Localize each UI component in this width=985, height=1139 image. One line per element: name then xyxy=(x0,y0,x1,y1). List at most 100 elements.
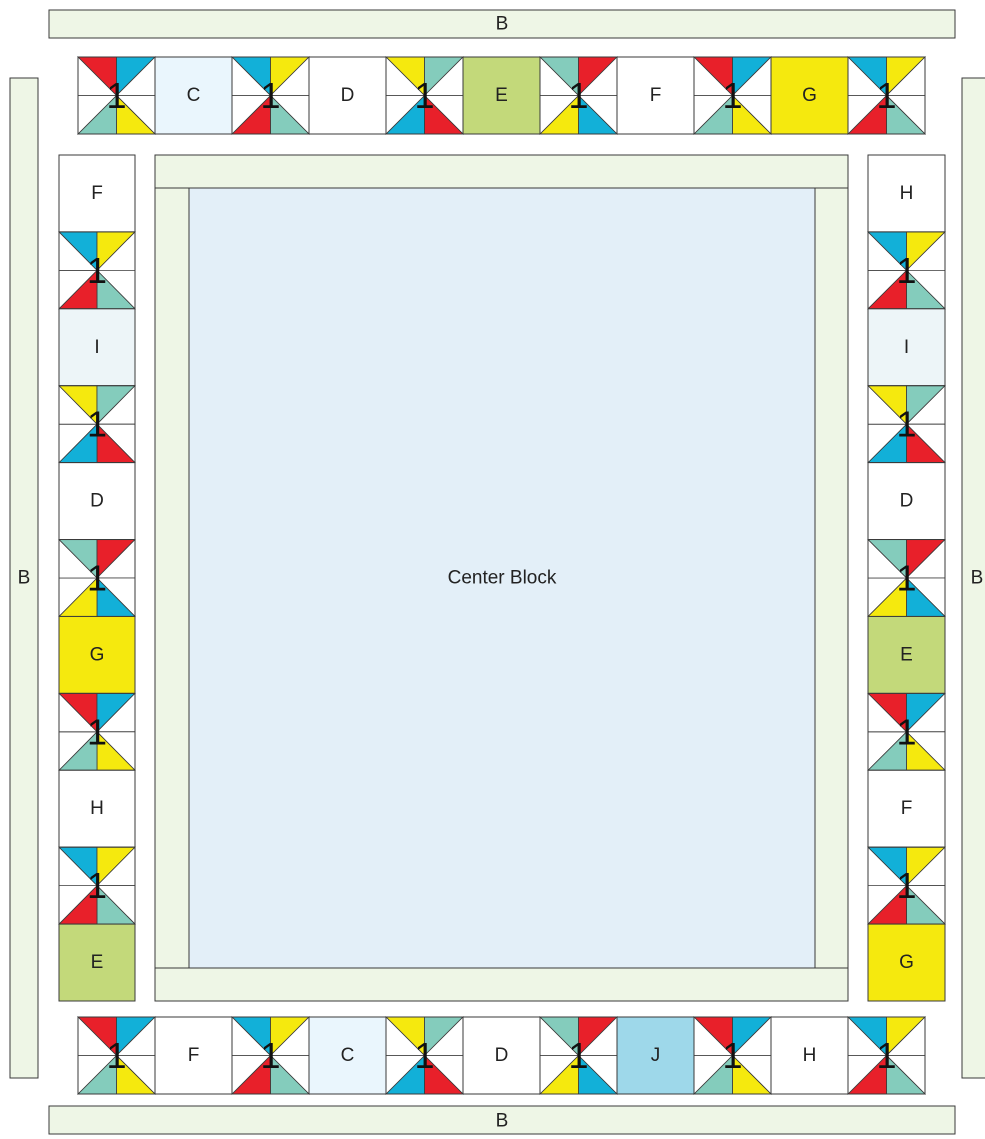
block-h: H xyxy=(868,155,945,232)
block-j-label: J xyxy=(651,1045,661,1066)
border-top-b: B xyxy=(49,10,955,38)
block-e-label: E xyxy=(495,85,508,106)
block-g-label: G xyxy=(802,85,817,106)
block-h-label: H xyxy=(803,1045,817,1066)
block-d: D xyxy=(868,463,945,540)
block-f: F xyxy=(868,770,945,847)
pinwheel-number: 1 xyxy=(896,404,916,445)
block-i: I xyxy=(868,309,945,386)
block-j: J xyxy=(617,1017,694,1094)
block-d: D xyxy=(309,57,386,134)
center-block: Center Block xyxy=(189,188,815,968)
pinwheel-block: 1 xyxy=(868,386,945,463)
pinwheel-block: 1 xyxy=(59,693,135,770)
pinwheel-block: 1 xyxy=(868,847,945,924)
pinwheel-block: 1 xyxy=(848,1017,925,1094)
pinwheel-block: 1 xyxy=(540,57,617,134)
block-g: G xyxy=(59,616,135,693)
pinwheel-block: 1 xyxy=(232,1017,309,1094)
pinwheel-number: 1 xyxy=(722,75,742,116)
bottom-block-row: 1 F 1 C 1 D 1 J 1 H 1 xyxy=(78,1017,925,1094)
block-d-label: D xyxy=(495,1045,509,1066)
block-d-label: D xyxy=(341,85,355,106)
block-c-label: C xyxy=(341,1045,355,1066)
block-g: G xyxy=(771,57,848,134)
pinwheel-number: 1 xyxy=(568,1035,588,1076)
block-e: E xyxy=(59,924,135,1001)
block-c: C xyxy=(309,1017,386,1094)
pinwheel-block: 1 xyxy=(868,540,945,617)
pinwheel-number: 1 xyxy=(896,711,916,752)
pinwheel-number: 1 xyxy=(568,75,588,116)
block-c: C xyxy=(155,57,232,134)
pinwheel-block: 1 xyxy=(694,1017,771,1094)
pinwheel-number: 1 xyxy=(876,75,896,116)
block-h: H xyxy=(59,770,135,847)
pinwheel-number: 1 xyxy=(87,865,107,906)
top-block-row: 1 C 1 D 1 E 1 F 1 G 1 xyxy=(78,57,925,134)
block-e: E xyxy=(463,57,540,134)
border-bottom-b: B xyxy=(49,1106,955,1134)
block-h: H xyxy=(771,1017,848,1094)
block-c-label: C xyxy=(187,85,201,106)
pinwheel-block: 1 xyxy=(386,1017,463,1094)
block-f-label: F xyxy=(91,183,103,204)
pinwheel-number: 1 xyxy=(414,75,434,116)
pinwheel-block: 1 xyxy=(694,57,771,134)
block-f: F xyxy=(59,155,135,232)
pinwheel-number: 1 xyxy=(106,1035,126,1076)
pinwheel-block: 1 xyxy=(59,232,135,309)
pinwheel-number: 1 xyxy=(896,558,916,599)
border-left-b-label: B xyxy=(18,568,31,589)
block-g-label: G xyxy=(899,952,914,973)
block-e: E xyxy=(868,616,945,693)
block-h-label: H xyxy=(900,183,914,204)
pinwheel-number: 1 xyxy=(260,75,280,116)
block-i: I xyxy=(59,309,135,386)
pinwheel-number: 1 xyxy=(106,75,126,116)
pinwheel-number: 1 xyxy=(876,1035,896,1076)
border-left-b: B xyxy=(10,78,38,1078)
pinwheel-block: 1 xyxy=(540,1017,617,1094)
block-f-label: F xyxy=(650,85,662,106)
pinwheel-block: 1 xyxy=(78,1017,155,1094)
block-f: F xyxy=(617,57,694,134)
block-d: D xyxy=(59,463,135,540)
pinwheel-number: 1 xyxy=(87,558,107,599)
pinwheel-block: 1 xyxy=(59,847,135,924)
pinwheel-block: 1 xyxy=(78,57,155,134)
pinwheel-number: 1 xyxy=(87,711,107,752)
pinwheel-block: 1 xyxy=(59,386,135,463)
pinwheel-block: 1 xyxy=(386,57,463,134)
pinwheel-block: 1 xyxy=(868,232,945,309)
pinwheel-number: 1 xyxy=(896,250,916,291)
pinwheel-number: 1 xyxy=(896,865,916,906)
pinwheel-number: 1 xyxy=(722,1035,742,1076)
pinwheel-number: 1 xyxy=(260,1035,280,1076)
block-d-label: D xyxy=(900,491,914,512)
block-e-label: E xyxy=(900,644,913,665)
block-g: G xyxy=(868,924,945,1001)
center-block-label: Center Block xyxy=(448,568,557,589)
block-f: F xyxy=(155,1017,232,1094)
block-e-label: E xyxy=(91,952,104,973)
block-d-label: D xyxy=(90,491,104,512)
pinwheel-number: 1 xyxy=(414,1035,434,1076)
block-g-label: G xyxy=(90,644,105,665)
pinwheel-block: 1 xyxy=(868,693,945,770)
pinwheel-number: 1 xyxy=(87,250,107,291)
border-top-b-label: B xyxy=(496,14,509,35)
pinwheel-block: 1 xyxy=(59,540,135,617)
border-right-b: B xyxy=(962,78,985,1078)
pinwheel-number: 1 xyxy=(87,404,107,445)
pinwheel-block: 1 xyxy=(232,57,309,134)
block-f-label: F xyxy=(901,798,913,819)
border-bottom-b-label: B xyxy=(496,1111,509,1132)
border-right-b-label: B xyxy=(971,568,984,589)
block-i-label: I xyxy=(94,337,99,358)
block-d: D xyxy=(463,1017,540,1094)
block-f-label: F xyxy=(188,1045,200,1066)
